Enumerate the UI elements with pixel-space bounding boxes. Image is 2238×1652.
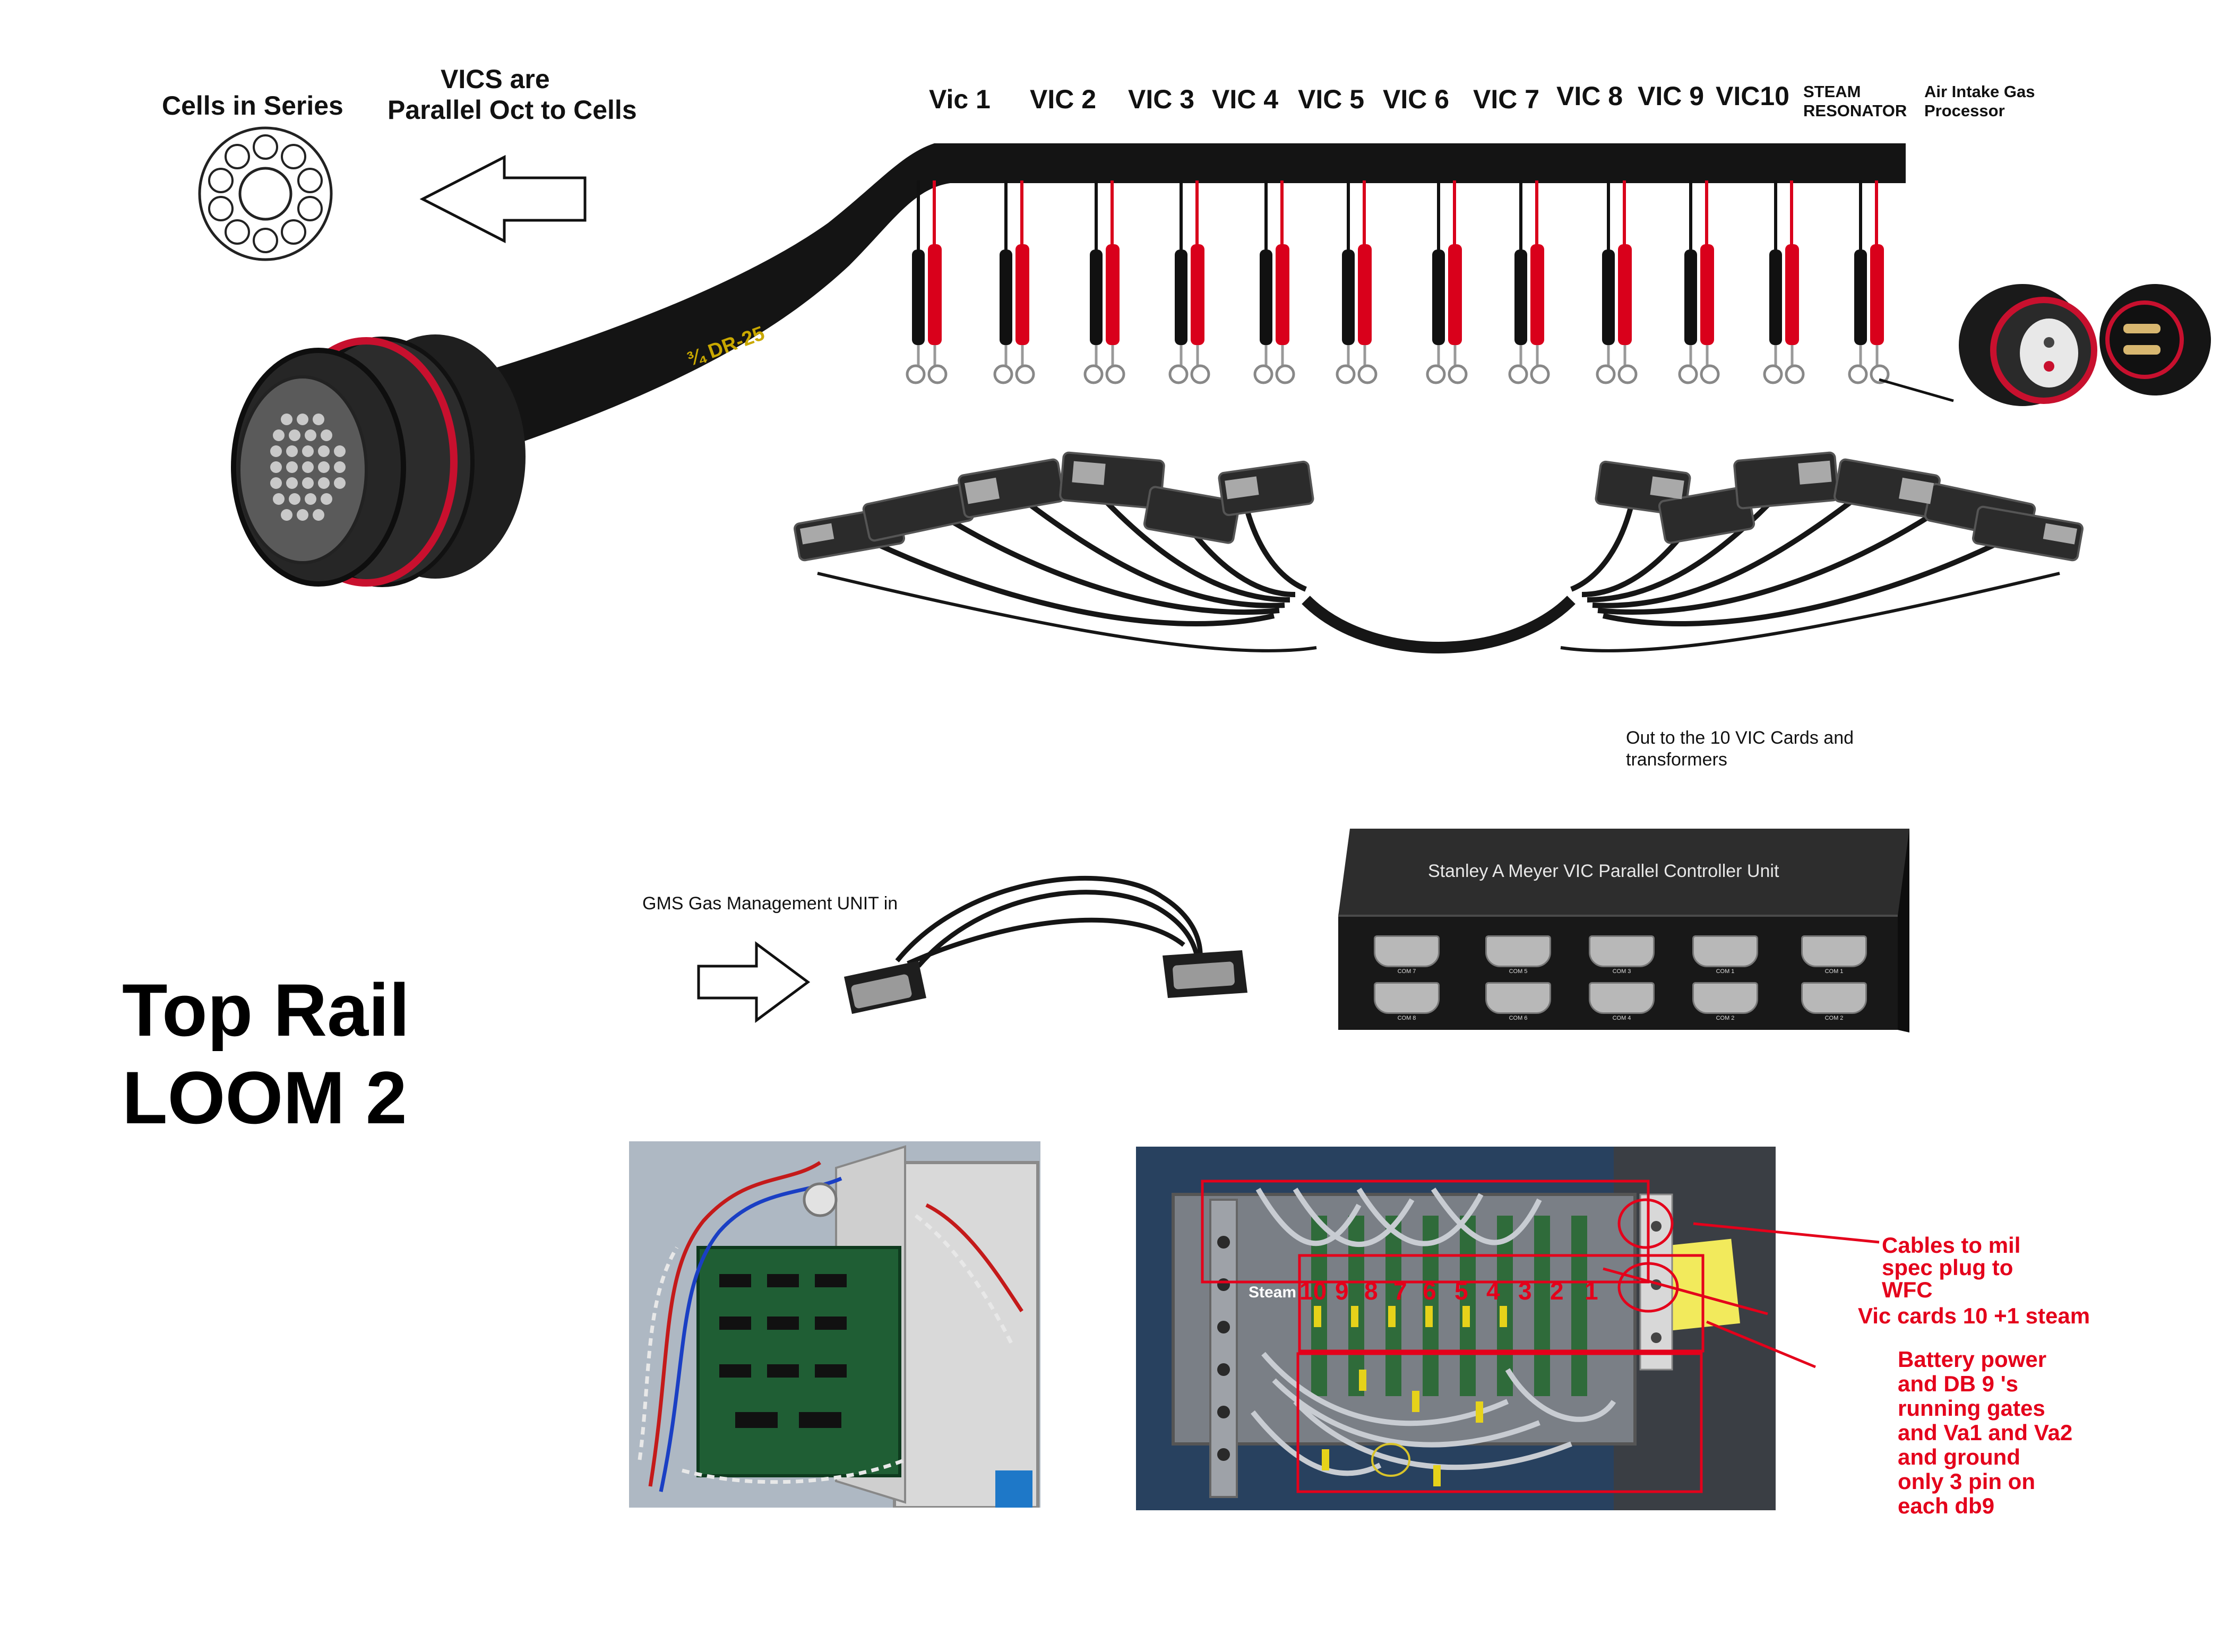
- annotation-battery-line2: and DB 9 's: [1898, 1371, 2019, 1396]
- small-connector-icon: [1959, 284, 2211, 406]
- vic-board-photo: [629, 1141, 1040, 1508]
- steam-resonator-line2: RESONATOR: [1803, 101, 1907, 120]
- controller-port: COM 5: [1484, 935, 1553, 975]
- port-label: COM 4: [1612, 1015, 1631, 1021]
- vic-label-3: VIC 3: [1128, 84, 1195, 114]
- steam-resonator-label: STEAM RESONATOR: [1803, 82, 1907, 121]
- title-line1: Top Rail: [122, 968, 410, 1052]
- annotation-cables-line3: WFC: [1882, 1277, 1933, 1302]
- vic-label-5: VIC 5: [1298, 84, 1365, 114]
- annotation-vic-cards: Vic cards 10 +1 steam: [1858, 1303, 2090, 1328]
- arrow-right-icon: [697, 941, 811, 1023]
- vic-card-rack-photo: [1136, 1147, 1776, 1510]
- port-label: COM 1: [1716, 968, 1735, 975]
- controller-port: COM 6: [1484, 982, 1553, 1021]
- vic-label-1: Vic 1: [929, 84, 991, 114]
- card-number-1: 1: [1585, 1277, 1598, 1305]
- controller-label: Stanley A Meyer VIC Parallel Controller …: [1428, 861, 1779, 881]
- port-label: COM 1: [1824, 968, 1844, 975]
- card-number-7: 7: [1393, 1277, 1407, 1305]
- card-number-10: 10: [1299, 1277, 1327, 1305]
- controller-port: COM 1: [1691, 935, 1760, 975]
- annotation-battery: Battery power and DB 9 's running gates …: [1898, 1347, 2072, 1518]
- wire-pairs: [906, 180, 1890, 384]
- air-intake-line1: Air Intake Gas: [1924, 82, 2035, 101]
- card-number-4: 4: [1486, 1277, 1500, 1305]
- controller-port: COM 1: [1800, 935, 1869, 975]
- cells-in-series-label: Cells in Series: [162, 91, 343, 121]
- air-intake-label: Air Intake Gas Processor: [1924, 82, 2035, 121]
- out-to-line2: transformers: [1626, 750, 1727, 770]
- steam-resonator-line1: STEAM: [1803, 82, 1861, 101]
- port-label: COM 6: [1509, 1015, 1528, 1021]
- port-label: COM 3: [1612, 968, 1631, 975]
- db9-fanout-cable-illustration: [794, 451, 2084, 653]
- annotation-battery-line6: only 3 pin on: [1898, 1469, 2035, 1494]
- serial-cable-illustration: [844, 876, 1247, 1014]
- annotation-battery-line1: Battery power: [1898, 1347, 2047, 1372]
- vic-label-6: VIC 6: [1383, 84, 1450, 114]
- controller-port: COM 7: [1372, 935, 1441, 975]
- controller-port: COM 3: [1587, 935, 1656, 975]
- controller-port: COM 8: [1372, 982, 1441, 1021]
- annotation-cables: Cables to mil spec plug to WFC: [1882, 1234, 2020, 1301]
- wire-harness-illustration: ¾ DR-25: [231, 143, 2211, 587]
- card-number-3: 3: [1518, 1277, 1532, 1305]
- vic-label-2: VIC 2: [1030, 84, 1097, 114]
- controller-port: COM 4: [1587, 982, 1656, 1021]
- annotation-battery-line5: and ground: [1898, 1444, 2020, 1469]
- vic-label-10: VIC10: [1716, 81, 1789, 111]
- vic-label-8: VIC 8: [1556, 81, 1623, 111]
- annotation-battery-line3: running gates: [1898, 1396, 2045, 1421]
- vic-label-7: VIC 7: [1473, 84, 1540, 114]
- mil-spec-connector-icon: [231, 334, 526, 587]
- card-number-5: 5: [1454, 1277, 1468, 1305]
- port-label: COM 5: [1509, 968, 1528, 975]
- cells-ring-diagram: [198, 126, 333, 261]
- port-label: COM 2: [1824, 1015, 1844, 1021]
- card-number-6: 6: [1423, 1277, 1436, 1305]
- card-number-9: 9: [1335, 1277, 1349, 1305]
- controller-port: COM 2: [1800, 982, 1869, 1021]
- annotation-cables-line1: Cables to mil: [1882, 1233, 2021, 1258]
- port-label: COM 8: [1397, 1015, 1416, 1021]
- vic-label-4: VIC 4: [1212, 84, 1279, 114]
- card-number-8: 8: [1364, 1277, 1378, 1305]
- air-intake-line2: Processor: [1924, 101, 2005, 120]
- gms-label: GMS Gas Management UNIT in: [642, 893, 898, 914]
- annotation-battery-line4: and Va1 and Va2: [1898, 1420, 2073, 1445]
- arrow-left-icon: [419, 154, 587, 244]
- vic-label-9: VIC 9: [1638, 81, 1705, 111]
- card-number-2: 2: [1550, 1277, 1564, 1305]
- port-label: COM 7: [1397, 968, 1416, 975]
- title-line2: LOOM 2: [122, 1056, 407, 1139]
- out-to-line1: Out to the 10 VIC Cards and: [1626, 728, 1854, 748]
- annotation-pointer-lines: [1603, 1222, 1880, 1369]
- annotation-cables-line2: spec plug to: [1882, 1255, 2013, 1280]
- annotation-battery-line7: each db9: [1898, 1493, 1995, 1518]
- steam-label: Steam: [1249, 1284, 1297, 1301]
- vics-label-line2: Parallel Oct to Cells: [388, 95, 637, 125]
- page-title: Top Rail LOOM 2: [122, 966, 410, 1141]
- vics-label-line1: VICS are: [441, 64, 550, 94]
- port-label: COM 2: [1716, 1015, 1735, 1021]
- controller-port: COM 2: [1691, 982, 1760, 1021]
- out-to-vic-cards-label: Out to the 10 VIC Cards and transformers: [1626, 727, 1854, 771]
